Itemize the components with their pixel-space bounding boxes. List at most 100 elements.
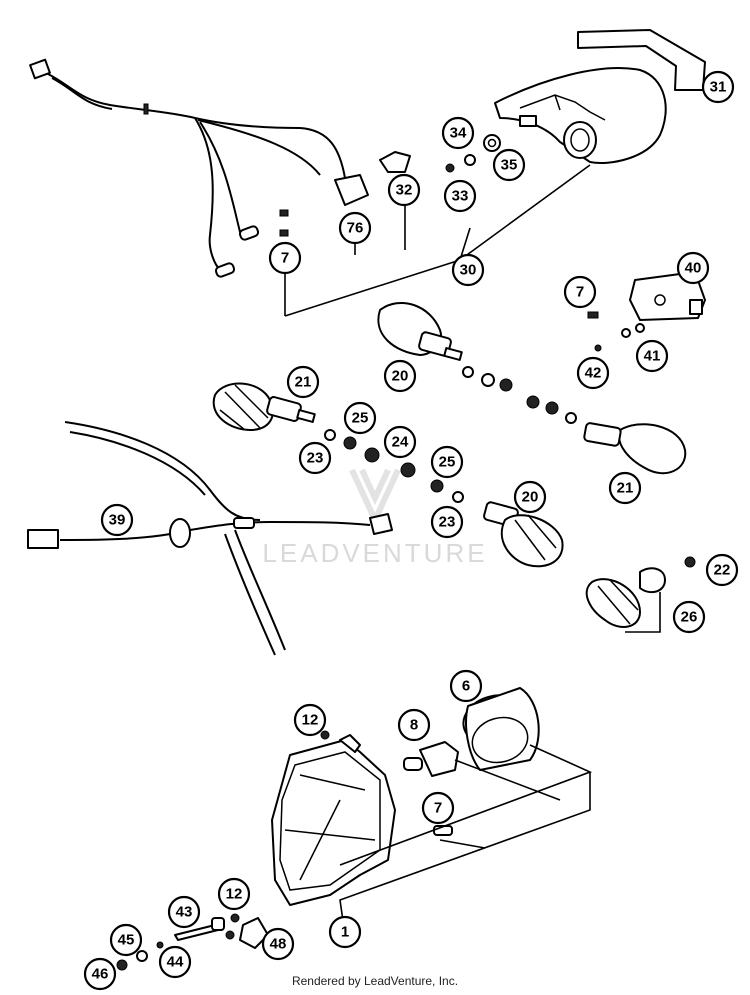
callout-21-right: 21 <box>608 471 642 505</box>
callout-76: 76 <box>338 211 372 245</box>
washer-41b <box>635 323 645 333</box>
callout-30: 30 <box>451 253 485 287</box>
tail-light-socket-inner <box>570 128 590 152</box>
tail-light-bracket <box>577 29 706 91</box>
callout-34: 34 <box>441 116 475 150</box>
svg-text:25: 25 <box>352 410 369 427</box>
watermark: LEADVENTURE <box>262 468 487 568</box>
svg-text:23: 23 <box>307 450 324 467</box>
callout-25-upper: 25 <box>343 401 377 435</box>
callout-7-bottom: 7 <box>421 791 455 825</box>
callout-46: 46 <box>83 957 117 991</box>
svg-text:40: 40 <box>685 260 702 277</box>
svg-text:26: 26 <box>681 609 698 626</box>
headlight-ring <box>462 687 540 771</box>
grommet-35 <box>483 134 501 152</box>
callout-23-lower: 23 <box>430 505 464 539</box>
svg-text:35: 35 <box>501 157 518 174</box>
screw-12a <box>320 730 330 740</box>
screw-22 <box>684 556 696 568</box>
callout-8: 8 <box>397 708 431 742</box>
svg-text:7: 7 <box>434 800 442 817</box>
callout-42: 42 <box>576 356 610 390</box>
callout-26: 26 <box>672 600 706 634</box>
svg-text:8: 8 <box>410 717 418 734</box>
callout-22: 22 <box>705 553 739 587</box>
tail-harness <box>29 58 369 271</box>
svg-text:31: 31 <box>710 79 727 96</box>
svg-text:34: 34 <box>450 125 467 142</box>
bulb-7-a <box>279 209 289 217</box>
turn-signal-rear-left <box>212 382 316 431</box>
callout-43: 43 <box>167 895 201 929</box>
tail-light-housing-detail <box>519 94 606 121</box>
tail-light-housing <box>494 67 667 164</box>
tail-light-socket <box>563 121 597 159</box>
rear-small-signal <box>585 556 696 628</box>
svg-text:12: 12 <box>302 712 319 729</box>
callout-7-mid: 7 <box>563 275 597 309</box>
svg-text:20: 20 <box>522 489 539 506</box>
harness-grommet <box>169 518 191 548</box>
svg-text:6: 6 <box>462 678 470 695</box>
svg-text:21: 21 <box>295 374 312 391</box>
callout-6: 6 <box>449 669 483 703</box>
svg-text:32: 32 <box>396 182 413 199</box>
callout-24: 24 <box>383 425 417 459</box>
callout-25-lower: 25 <box>430 445 464 479</box>
svg-text:12: 12 <box>226 886 243 903</box>
callout-33: 33 <box>443 179 477 213</box>
license-light-lens <box>689 299 703 315</box>
svg-text:30: 30 <box>460 262 477 279</box>
svg-text:45: 45 <box>118 932 135 949</box>
watermark-text: LEADVENTURE <box>262 538 487 568</box>
callout-1: 1 <box>328 915 362 949</box>
svg-text:20: 20 <box>392 368 409 385</box>
svg-text:48: 48 <box>270 936 287 953</box>
headlight-housing <box>271 734 396 906</box>
svg-text:42: 42 <box>585 365 602 382</box>
turn-signal-harness <box>27 421 393 656</box>
callout-20-upper: 20 <box>383 359 417 393</box>
callout-31: 31 <box>701 70 735 104</box>
svg-text:43: 43 <box>176 904 193 921</box>
turn-signal-rear-right <box>583 422 687 475</box>
svg-text:24: 24 <box>392 434 409 451</box>
bulb-7-b <box>279 229 289 237</box>
callout-39: 39 <box>100 503 134 537</box>
callout-40: 40 <box>676 251 710 285</box>
callout-45: 45 <box>109 923 143 957</box>
callout-7-top: 7 <box>268 241 302 275</box>
headlight-bulb <box>403 741 459 777</box>
callout-48: 48 <box>261 927 295 961</box>
callout-20-lower: 20 <box>513 480 547 514</box>
svg-text:23: 23 <box>439 514 456 531</box>
callout-12-lower: 12 <box>217 877 251 911</box>
svg-text:46: 46 <box>92 966 109 983</box>
svg-text:76: 76 <box>347 220 364 237</box>
svg-text:25: 25 <box>439 454 456 471</box>
harness-tie <box>143 103 149 115</box>
callout-35: 35 <box>492 148 526 182</box>
license-bulb <box>587 311 599 319</box>
position-bulb-a <box>238 225 260 241</box>
position-bulb-b <box>214 262 236 278</box>
svg-text:7: 7 <box>576 284 584 301</box>
tail-light-stud <box>519 115 537 127</box>
callout-32: 32 <box>387 173 421 207</box>
svg-text:21: 21 <box>617 480 634 497</box>
svg-text:7: 7 <box>281 250 289 267</box>
washer-34 <box>464 154 476 166</box>
turn-signal-front-right <box>483 501 564 568</box>
nut-42 <box>594 344 602 352</box>
callout-21-left: 21 <box>286 365 320 399</box>
harness-bulb-socket <box>334 174 369 206</box>
adjust-bracket <box>239 917 269 949</box>
turn-signal-front-left <box>377 301 463 361</box>
svg-text:1: 1 <box>341 924 349 941</box>
svg-text:44: 44 <box>167 954 184 971</box>
callout-41: 41 <box>635 339 669 373</box>
svg-text:22: 22 <box>714 562 731 579</box>
callout-23-upper: 23 <box>298 441 332 475</box>
